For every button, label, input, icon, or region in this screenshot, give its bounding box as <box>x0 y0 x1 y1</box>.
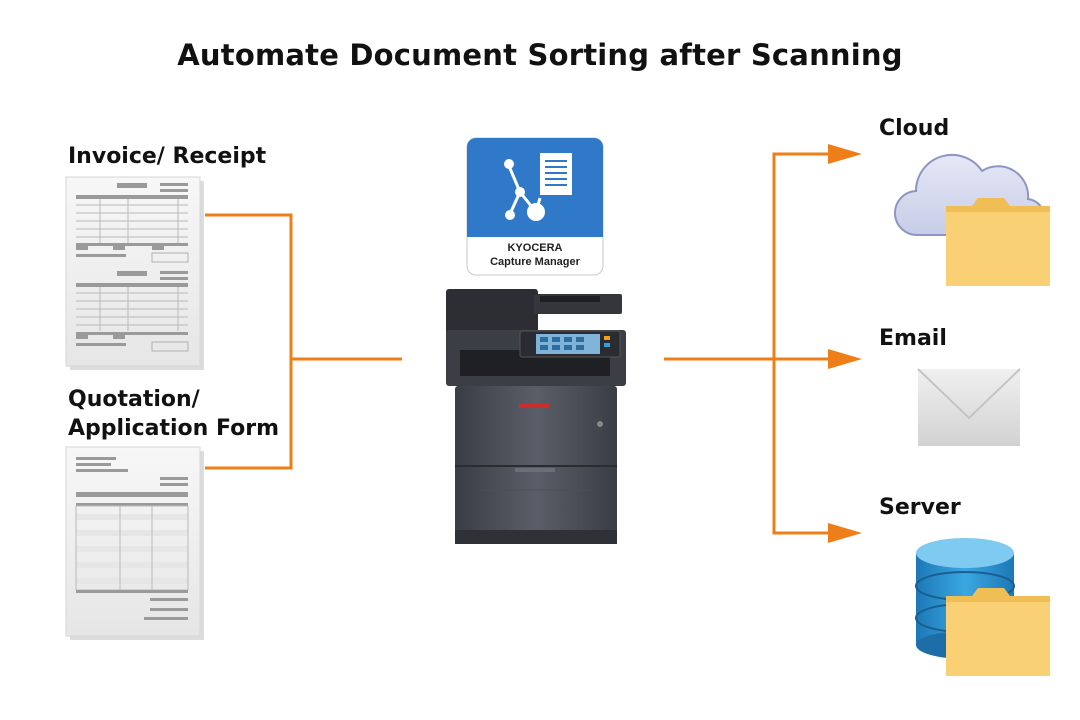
arrow-to-server <box>828 523 862 543</box>
envelope-icon <box>917 368 1021 446</box>
input-connector <box>205 213 402 470</box>
database-folder-icon <box>915 538 1050 676</box>
cloud-folder-icon <box>894 153 1050 286</box>
app-brand-label: KYOCERA <box>507 242 563 254</box>
output-label-cloud: Cloud <box>879 116 950 141</box>
invoice-document-icon <box>65 176 204 370</box>
output-connector <box>664 152 830 535</box>
arrowheads <box>828 144 862 543</box>
capture-manager-app-icon <box>466 137 604 276</box>
output-label-server: Server <box>879 495 961 520</box>
diagram-title: Automate Document Sorting after Scanning <box>177 38 903 72</box>
multifunction-printer-icon <box>446 289 626 544</box>
app-name-label: Capture Manager <box>490 256 580 268</box>
arrow-to-cloud <box>828 144 862 164</box>
input-label-invoice: Invoice/ Receipt <box>68 144 267 169</box>
arrow-to-email <box>828 349 862 369</box>
input-label-quotation: Quotation/ Application Form <box>68 387 280 441</box>
form-document-icon <box>65 446 204 640</box>
output-label-email: Email <box>879 326 947 351</box>
